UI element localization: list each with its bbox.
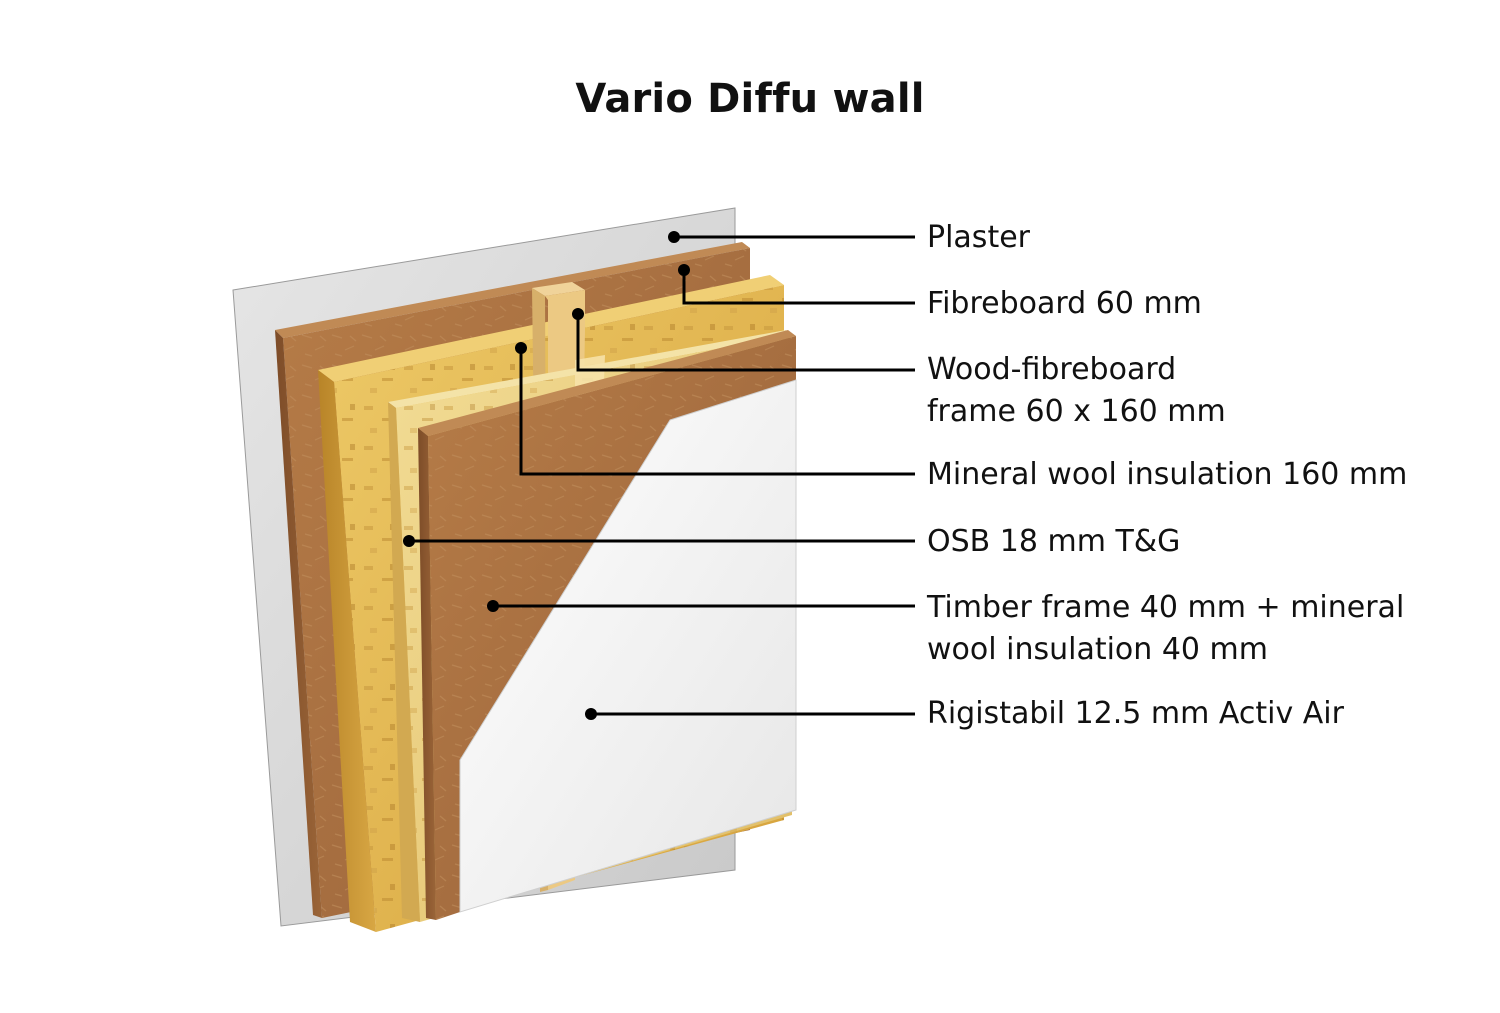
leader-lines <box>409 235 915 716</box>
label-mineral-wool: Mineral wool insulation 160 mm <box>927 457 1408 492</box>
leader-fibreboard <box>682 270 915 305</box>
rigistabil-board <box>459 379 797 913</box>
label-wood-fibreboard-frame: Wood-fibreboard frame 60 x 160 mm <box>927 349 1226 433</box>
leader-mineral-wool <box>519 348 915 476</box>
label-timber-frame: Timber frame 40 mm + mineral wool insula… <box>927 587 1404 671</box>
diagram-title: Vario Diffu wall <box>575 76 925 122</box>
label-rigistabil: Rigistabil 12.5 mm Activ Air <box>927 696 1344 731</box>
label-wood-fibreboard-line1: Wood-fibreboard <box>927 352 1177 387</box>
label-timber-frame-line2: wool insulation 40 mm <box>927 632 1268 667</box>
label-timber-frame-line1: Timber frame 40 mm + mineral <box>927 590 1405 625</box>
leader-frame <box>576 314 915 372</box>
timber-frame-40-layer <box>418 330 796 920</box>
label-wood-fibreboard-line2: frame 60 x 160 mm <box>927 394 1226 429</box>
label-plaster: Plaster <box>927 220 1030 255</box>
leader-dots <box>403 231 690 720</box>
label-osb: OSB 18 mm T&G <box>927 524 1181 559</box>
label-fibreboard: Fibreboard 60 mm <box>927 286 1202 321</box>
